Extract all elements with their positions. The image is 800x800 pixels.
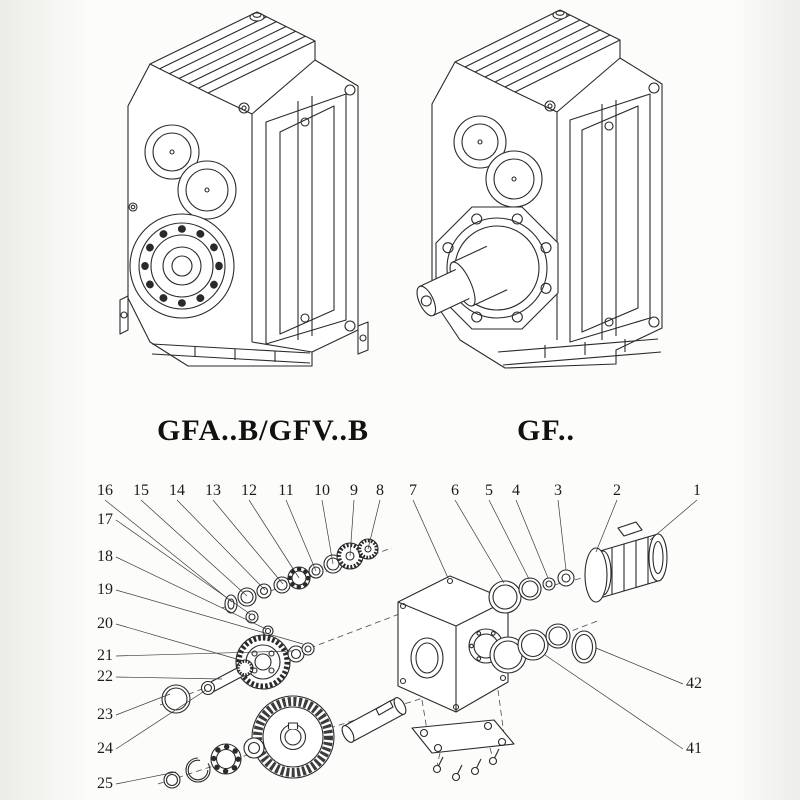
leader-line-12 <box>248 499 300 579</box>
output-bearing-drawing <box>210 743 242 775</box>
part-callout-13: 13 <box>205 482 221 499</box>
part-callout-9: 9 <box>350 482 358 499</box>
leader-line-18 <box>115 556 267 630</box>
gearbox-solid-shaft-drawing <box>416 9 663 369</box>
leader-line-11 <box>285 499 317 572</box>
motor-adapter-drawing <box>584 521 668 603</box>
part-callout-3: 3 <box>554 482 562 499</box>
output-shaft-key-drawing <box>341 697 407 743</box>
part-callout-15: 15 <box>133 482 149 499</box>
leader-line-8 <box>367 499 381 550</box>
gearbox-housing-drawing <box>397 575 509 713</box>
model-label-gf: GF.. <box>517 414 575 447</box>
leader-line-24 <box>115 689 207 750</box>
part-callout-5: 5 <box>485 482 493 499</box>
hollow-shaft-bearing-detail <box>129 213 235 319</box>
part-callout-20: 20 <box>97 615 113 632</box>
leader-line-25 <box>115 771 177 785</box>
circlip-drawing <box>185 757 211 783</box>
exploded-assembly-drawing <box>104 499 698 789</box>
leader-line-23 <box>115 693 171 716</box>
part-callout-1: 1 <box>693 482 701 499</box>
part-callout-11: 11 <box>278 482 294 499</box>
part-callout-17: 17 <box>97 511 113 528</box>
part-callout-8: 8 <box>376 482 384 499</box>
part-callout-16: 16 <box>97 482 113 499</box>
leader-lines <box>104 499 698 785</box>
leader-line-19 <box>115 589 304 645</box>
input-shaft-parts-row <box>224 538 379 637</box>
part-callout-23: 23 <box>97 706 113 723</box>
cover-plate-drawing <box>411 719 515 754</box>
leader-line-20 <box>115 623 241 661</box>
leader-line-15 <box>140 499 248 597</box>
leader-line-1 <box>649 499 698 541</box>
model-label-gfab-gfvb: GFA..B/GFV..B <box>157 414 369 447</box>
part-callout-19: 19 <box>97 581 113 598</box>
part-callout-22: 22 <box>97 668 113 685</box>
output-gear-drawing <box>251 695 335 779</box>
part-callout-12: 12 <box>241 482 257 499</box>
leader-line-2 <box>595 499 618 553</box>
leader-line-14 <box>176 499 266 591</box>
leader-line-16 <box>104 499 233 603</box>
leader-line-13 <box>212 499 284 585</box>
output-side-seal-rings <box>489 623 597 674</box>
output-shaft-detail <box>416 245 508 317</box>
leader-line-3 <box>557 499 567 571</box>
leader-line-5 <box>488 499 530 580</box>
leader-line-9 <box>349 499 355 557</box>
part-callout-42: 42 <box>686 675 702 692</box>
gearbox-shaft-mounted-drawing <box>119 11 369 367</box>
part-callout-18: 18 <box>97 548 113 565</box>
output-shaft-parts <box>163 695 407 789</box>
leader-line-7 <box>412 499 449 579</box>
intermediate-shaft-parts <box>161 634 315 714</box>
part-callout-14: 14 <box>169 482 185 499</box>
part-callout-21: 21 <box>97 647 113 664</box>
leader-line-17 <box>115 519 251 615</box>
part-callout-4: 4 <box>512 482 520 499</box>
leader-line-22 <box>115 676 223 680</box>
input-side-parts <box>488 569 575 614</box>
leader-line-42 <box>595 647 684 685</box>
leader-line-10 <box>321 499 334 565</box>
leader-line-21 <box>115 650 293 657</box>
part-callout-6: 6 <box>451 482 459 499</box>
part-callout-24: 24 <box>97 740 113 757</box>
bolt-drawings <box>432 748 500 782</box>
part-callout-7: 7 <box>409 482 417 499</box>
leader-line-6 <box>454 499 505 584</box>
leader-line-41 <box>544 654 684 750</box>
part-callout-2: 2 <box>613 482 621 499</box>
part-callout-41: 41 <box>686 740 702 757</box>
leader-line-4 <box>515 499 549 579</box>
part-callout-10: 10 <box>314 482 330 499</box>
part-callout-25: 25 <box>97 775 113 792</box>
